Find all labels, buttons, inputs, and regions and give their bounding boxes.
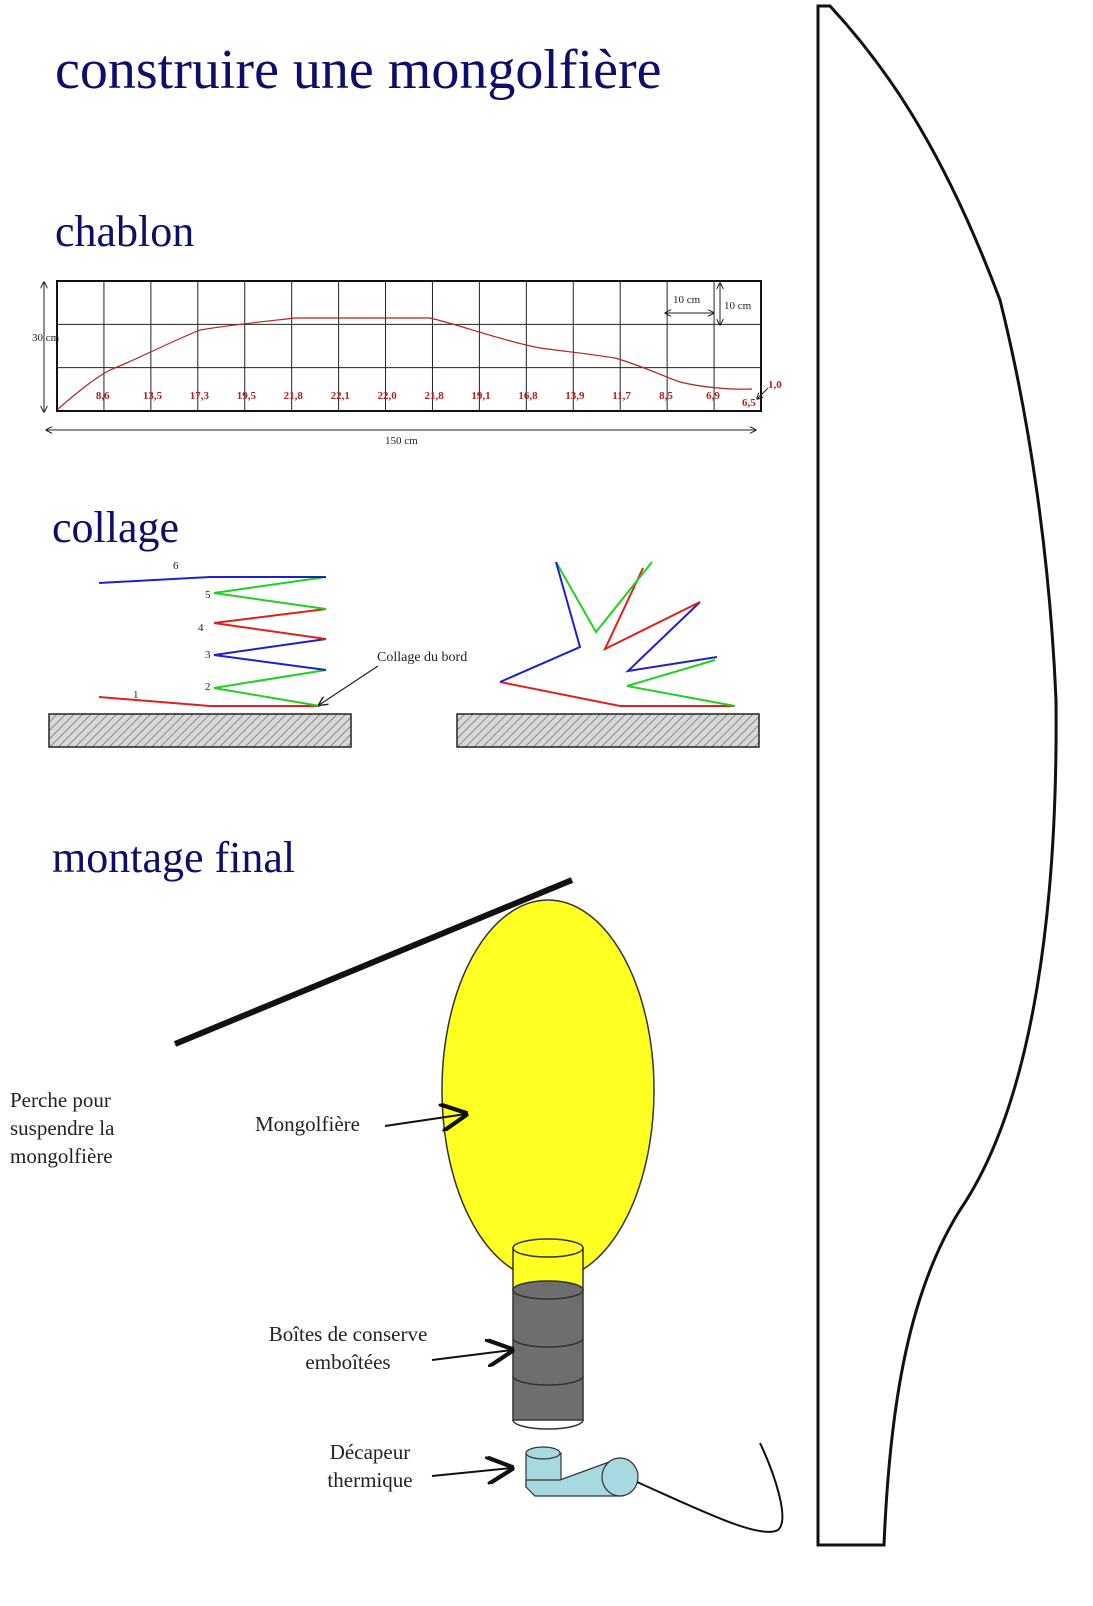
spread-layer-red-upper	[602, 567, 701, 652]
cans-label: Boîtes de conserve emboîtées	[268, 1322, 428, 1374]
template-diagram: 8,6 13,5 17,3 19,5 21,8 22,1 22,0 21,8 19,1 16,8 1…	[32, 280, 782, 447]
template-value-2: 13,5	[143, 390, 163, 402]
collage-base-right	[456, 713, 760, 748]
template-value-16: 1,0	[768, 379, 782, 391]
template-curve	[57, 317, 753, 410]
edge-glue-label: Collage du bord	[377, 650, 467, 665]
collage-diagram: 1 2 3 4 5 6 Collage du bord	[48, 560, 760, 748]
template-value-5: 21,8	[284, 390, 304, 402]
can-stack-top-rim	[512, 1238, 584, 1258]
layer-3	[213, 638, 327, 671]
width-label: 150 cm	[385, 435, 418, 447]
template-value-12: 11,7	[612, 390, 631, 402]
pole-label: Perche pour suspendre la mongolfière	[10, 1088, 115, 1168]
heat-gun-label: Décapeur thermique	[327, 1440, 413, 1492]
layer-number-1: 1	[133, 689, 139, 701]
can-stack-bottom	[512, 1419, 584, 1430]
template-value-10: 16,8	[518, 390, 538, 402]
layer-number-2: 2	[205, 681, 211, 693]
template-value-15: 6,5	[742, 397, 756, 409]
balloon-envelope	[441, 899, 655, 1281]
heat-gun-nozzle-top	[525, 1446, 561, 1460]
heat-gun-arrow	[431, 1468, 512, 1476]
spread-layer-red-base	[499, 681, 735, 707]
template-value-4: 19,5	[237, 390, 257, 402]
layer-5	[213, 576, 327, 610]
spread-layer-blue-middle	[625, 601, 718, 673]
layer-1	[98, 696, 320, 707]
layer-number-5: 5	[205, 589, 211, 601]
layer-number-3: 3	[205, 649, 211, 661]
layer-4	[213, 608, 327, 640]
can-stack-body	[512, 1289, 584, 1421]
template-value-14: 6,9	[706, 390, 720, 402]
end-value-arrow	[757, 387, 769, 399]
gore-outline	[816, 4, 1058, 1547]
cell-height-label: 10 cm	[724, 300, 752, 312]
spread-layer-blue-outer	[499, 561, 582, 683]
section-title-chablon: chablon	[55, 207, 195, 256]
template-value-7: 22,0	[378, 390, 398, 402]
template-value-9: 19,1	[471, 390, 490, 402]
cans-arrow	[431, 1350, 512, 1360]
can-stack-rim-1	[512, 1280, 584, 1300]
template-values: 8,6 13,5 17,3 19,5 21,8 22,1 22,0 21,8 19,1 16,8 1…	[96, 379, 782, 409]
balloon-arrow	[384, 1114, 466, 1126]
layer-number-4: 4	[198, 622, 204, 634]
template-value-13: 8,5	[659, 390, 673, 402]
template-value-1: 8,6	[96, 390, 110, 402]
template-value-3: 17,3	[190, 390, 210, 402]
hanging-pole	[173, 877, 574, 1047]
spread-layer-green-top	[555, 561, 653, 634]
height-label: 30 cm	[32, 332, 60, 344]
gore-pattern	[816, 4, 1058, 1547]
template-value-6: 22,1	[331, 390, 350, 402]
template-grid-frame	[56, 280, 762, 412]
template-value-8: 21,8	[424, 390, 444, 402]
spread-layer-green-bottom	[626, 659, 736, 707]
assembly-diagram	[173, 877, 784, 1533]
heat-gun-end	[601, 1457, 639, 1497]
collage-base-left	[48, 713, 352, 748]
section-title-montage: montage final	[52, 833, 296, 882]
can-stack-seam-1	[512, 1337, 584, 1348]
layer-number-6: 6	[173, 560, 179, 572]
section-title-collage: collage	[52, 503, 180, 552]
template-value-11: 13,9	[565, 390, 585, 402]
edge-glue-arrow	[319, 665, 379, 705]
cell-width-label: 10 cm	[673, 294, 701, 306]
layer-6	[98, 576, 326, 584]
layer-2	[213, 669, 327, 707]
page-title: construire une mongolfière	[55, 39, 662, 101]
can-stack-seam-2	[512, 1375, 584, 1386]
heat-gun-cable	[636, 1442, 784, 1533]
balloon-label: Mongolfière	[255, 1112, 360, 1136]
